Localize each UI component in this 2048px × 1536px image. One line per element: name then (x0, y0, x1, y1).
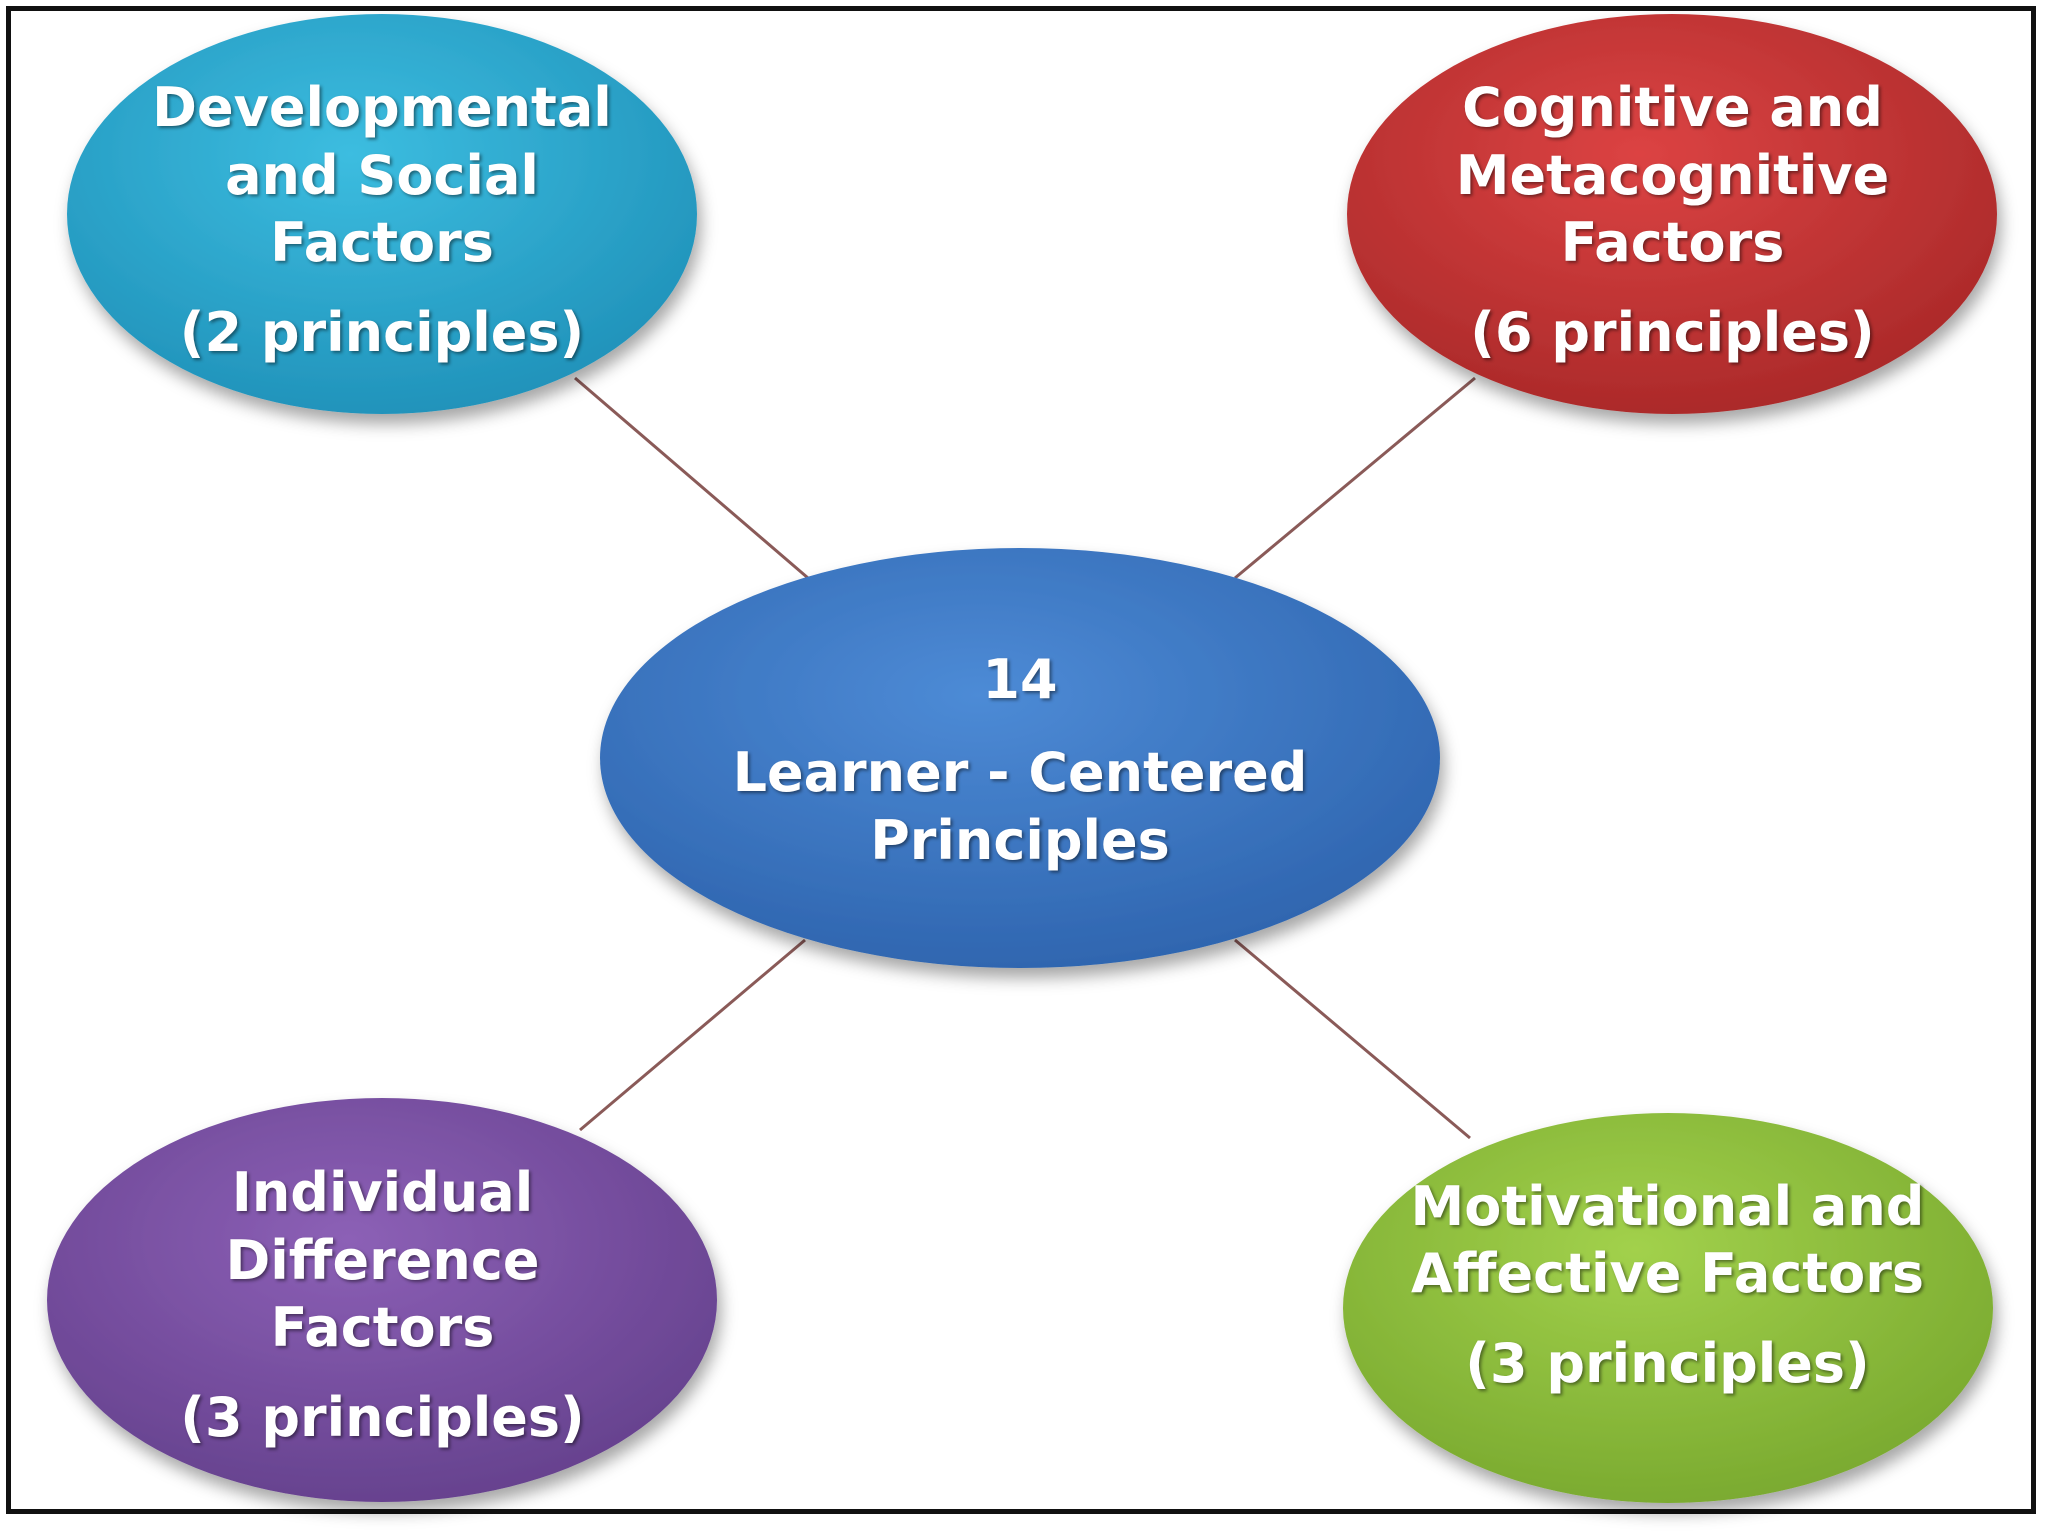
top-left-node-line: Developmental (152, 76, 612, 139)
node-center-shape (600, 548, 1440, 968)
connector-top-left (574, 376, 809, 580)
center-node-number: 14 (982, 647, 1058, 711)
bottom-right-node-count: (3 principles) (1465, 1331, 1870, 1395)
bottom-right-node-line: Affective Factors (1411, 1242, 1924, 1306)
top-right-node-count: (6 principles) (1470, 300, 1875, 364)
node-top-left-shape (67, 14, 697, 414)
bottom-right-node-label: Motivational and Affective Factors (3 pr… (1345, 1115, 1990, 1455)
top-left-node-count: (2 principles) (179, 300, 585, 364)
connector-top-right (1234, 376, 1476, 580)
center-node-line2: Principles (870, 808, 1170, 872)
top-right-node-line: Metacognitive (1455, 143, 1890, 207)
bottom-left-node-line: Factors (270, 1296, 495, 1359)
bottom-left-node-label: Individual Difference Factors (3 princip… (50, 1130, 715, 1480)
node-bottom-right-shape (1343, 1113, 1993, 1503)
node-top-right-shape (1347, 14, 1997, 414)
bottom-left-node-line: Difference (225, 1228, 540, 1292)
center-node-line1: Learner - Centered (732, 741, 1308, 805)
top-right-node-line: Factors (1560, 211, 1785, 274)
top-left-node-line: Factors (270, 211, 494, 274)
top-right-node-label: Cognitive and Metacognitive Factors (6 p… (1350, 45, 1995, 395)
connector-bottom-right (1234, 938, 1471, 1140)
bottom-left-node-line: Individual (231, 1161, 534, 1224)
bottom-right-node-line: Motivational and (1410, 1174, 1925, 1238)
top-right-node-line: Cognitive and (1462, 76, 1883, 139)
top-left-node-line: and Social (225, 143, 539, 207)
bottom-left-node-count: (3 principles) (180, 1385, 585, 1449)
connector-bottom-left (579, 938, 806, 1132)
center-node-label: 14 Learner - Centered Principles (600, 595, 1440, 925)
top-left-node-label: Developmental and Social Factors (2 prin… (67, 45, 697, 395)
node-bottom-left-shape (47, 1098, 717, 1502)
